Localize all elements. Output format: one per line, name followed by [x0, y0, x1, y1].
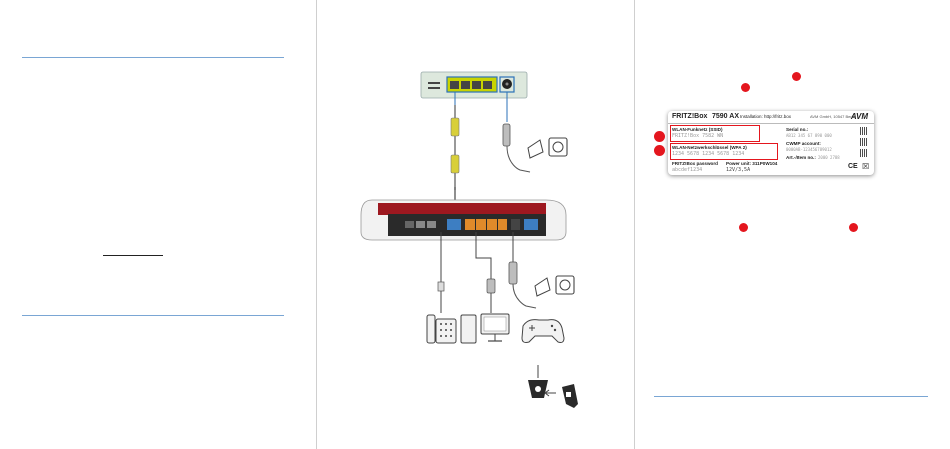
qr-code-icon — [860, 149, 868, 157]
serial-title: Serial no.: — [786, 127, 809, 132]
power-spec: 12V/3,5A — [726, 167, 751, 173]
weee-bin-icon: ☒ — [862, 162, 870, 171]
label-model: 7590 AX — [712, 113, 739, 120]
section-rule-right — [654, 396, 928, 397]
cwmp-title: CWMP account: — [786, 141, 821, 146]
type-label: FRITZ!Box 7590 AX Installation: http://f… — [668, 111, 874, 175]
callout-dot — [792, 72, 801, 81]
connection-diagram — [360, 71, 578, 408]
callout-dot — [849, 223, 858, 232]
splitter-box — [420, 71, 528, 99]
cwmp-value: 0000AB-123456789012 — [786, 147, 832, 152]
ssid-value: FRITZ!Box 7582 WN — [672, 133, 724, 139]
router-device — [360, 199, 567, 241]
article-title: Art.-/Item no.: — [786, 155, 816, 160]
key-title: WLAN-Netzwerkschlüssel (WPA 2) — [672, 145, 747, 150]
gamepad-icon — [521, 319, 565, 343]
lan-cable — [475, 232, 496, 313]
phone-icon — [426, 314, 457, 344]
power-adapter-icon — [502, 92, 568, 173]
ethernet-cable-yellow — [450, 92, 460, 222]
label-header: FRITZ!Box 7590 AX Installation: http://f… — [668, 111, 874, 124]
label-manufacturer: AVM GmbH, 10547 Berlin — [810, 114, 856, 119]
password-value: abcdef1234 — [672, 167, 703, 173]
avm-logo: AVM — [850, 112, 868, 121]
router-power-adapter — [508, 232, 575, 309]
computer-icon — [460, 313, 510, 344]
label-installation: Installation: http://fritz.box — [740, 114, 792, 119]
qr-code-icon — [860, 127, 868, 135]
ssid-title: WLAN-Funknetz (SSID) — [672, 127, 723, 132]
qr-code-icon — [860, 138, 868, 146]
underlined-blank — [103, 255, 163, 256]
ce-mark: CE — [848, 163, 858, 170]
callout-2 — [654, 145, 665, 156]
callout-dot — [741, 83, 750, 92]
dsl-adapter-icon — [528, 365, 578, 408]
phone-cable — [437, 232, 445, 313]
label-brand: FRITZ!Box — [672, 113, 708, 120]
ssid-highlight-box — [670, 125, 760, 142]
serial-value: AB12 345 67 890 000 — [786, 133, 832, 138]
page-divider-right — [634, 0, 635, 449]
key-value: 1234 5678 1234 5678 1234 — [672, 151, 745, 157]
callout-1 — [654, 131, 665, 142]
article-value: 2000 2788 — [818, 155, 840, 160]
section-rule-bottom — [22, 315, 284, 316]
power-title: Power unit: 311P0W104 — [726, 161, 778, 166]
page-divider-left — [316, 0, 317, 449]
callout-dot — [739, 223, 748, 232]
key-highlight-box — [670, 143, 778, 160]
section-rule-top — [22, 57, 284, 58]
password-title: FRITZ!Box password — [672, 161, 718, 166]
